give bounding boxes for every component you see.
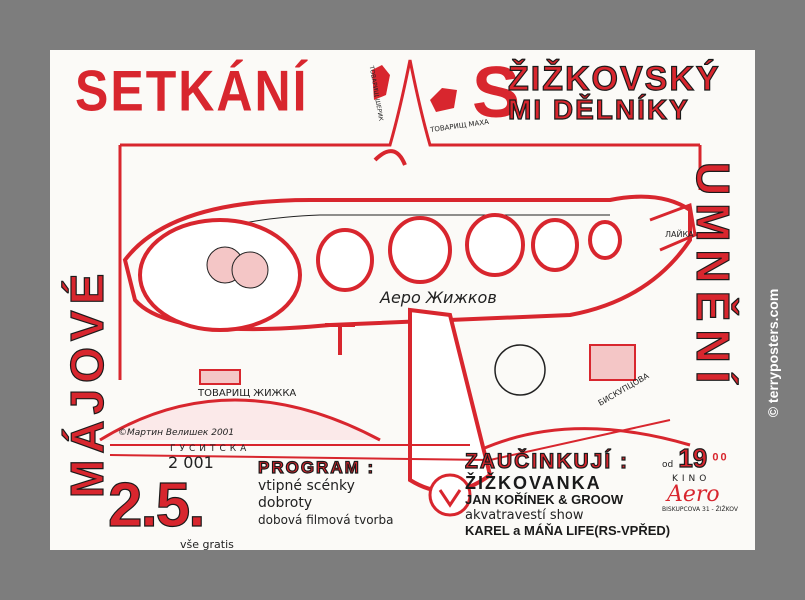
poster: Аеро Жижков ТОВАРИЩ ЖИЖКА ТОВАРИЩ МАХА Т… [50,50,755,550]
performer: ŽIŽKOVANKA [465,473,602,493]
performer: KAREL a MÁŇA LIFE(RS-VPŘED) [465,523,671,538]
performers-heading: ZAUČINKUJÍ : [464,449,629,473]
title-mi-delniky: MI DĚLNÍKY [507,93,690,125]
venue-block: od 19 00 KINO Aero BISKUPCOVA 31 - ŽIŽKO… [662,442,752,513]
street2-label: ГУСИТСКА [170,444,251,454]
title-setkani: SETKÁNÍ [75,58,309,124]
venue-label: KINO [672,474,711,484]
date-year: 2 001 [168,453,214,472]
program-item: dobroty [258,495,313,511]
airplane-illustration [99,59,702,517]
free-entry: vše gratis [180,538,234,550]
comrade-zizka-label: ТОВАРИЩ ЖИЖКА [198,388,297,399]
performers-block: ZAUČINKUJÍ : ŽIŽKOVANKA JAN KOŘÍNEK & GR… [464,449,671,539]
date: 2.5. [107,471,206,540]
performer: akvatravestí show [465,508,584,523]
venue-address: BISKUPCOVA 31 - ŽIŽKOV [662,506,738,513]
program-item: dobová filmová tvorba [258,513,394,527]
vertical-majove: MÁJOVÉ [60,267,113,498]
watermark-text: © terryposters.com [765,288,781,418]
time-prefix: od [662,460,674,470]
vertical-umneni: UMNĚNÍ [686,161,739,392]
performer: JAN KOŘÍNEK & GROOW [465,492,624,507]
program-item: vtipné scénky [258,478,355,494]
program-block: PROGRAM : vtipné scénky dobroty dobová f… [257,457,394,529]
title-s: S [472,53,523,133]
artist-signature: ©Мартин Велишек 2001 [118,428,235,438]
laika-label: ЛАЙКА [665,230,694,239]
watermark: © terryposters.com [763,258,783,448]
plane-name-label: Аеро Жижков [380,288,497,307]
time-hour: 19 [678,442,708,473]
venue-name: Aero [667,482,720,507]
program-heading: PROGRAM : [257,457,376,477]
title-zizkovsky: ŽIŽKOVSKÝ [507,59,721,98]
time-minutes: 00 [712,451,729,464]
